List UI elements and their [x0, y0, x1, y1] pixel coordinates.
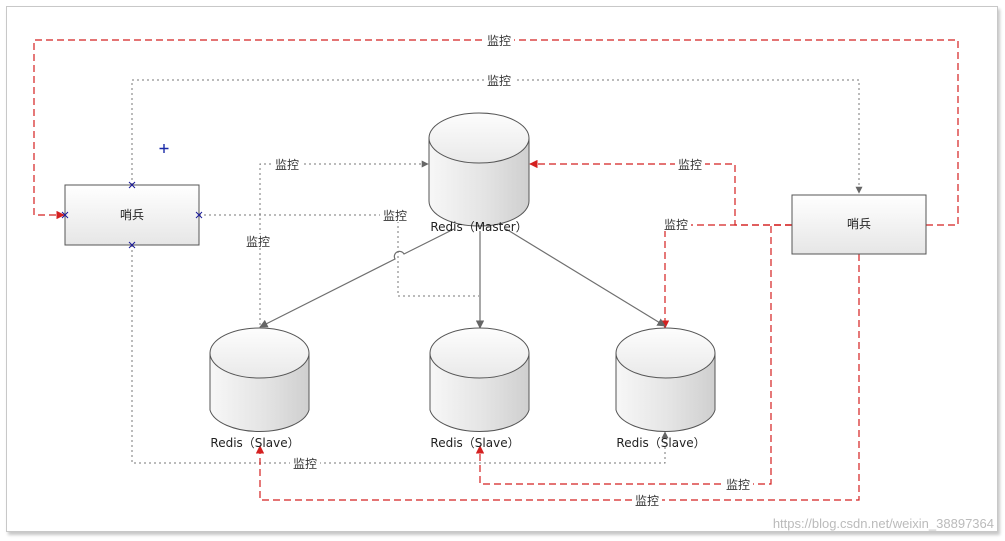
redis-slave-left-label: Redis（Slave）: [210, 436, 299, 450]
edge-label-top-red-text: 监控: [487, 34, 511, 48]
redis-master-node[interactable]: Redis（Master）: [428, 112, 530, 234]
edge-master-to-slave-left: [259, 228, 455, 328]
edge-bottom-red-outer: [255, 254, 860, 501]
connection-point-markers: [61, 181, 203, 249]
sentinel-right-label: 哨兵: [847, 216, 871, 231]
redis-slave-right-label: Redis（Slave）: [616, 436, 705, 450]
edge-label-right-to-slave-right: 监控: [661, 217, 691, 232]
sentinel-right-node[interactable]: 哨兵: [791, 194, 927, 255]
edge-label-bottom-gray-text: 监控: [293, 457, 317, 471]
redis-slave-middle-node[interactable]: Redis（Slave）: [429, 327, 530, 450]
edge-label-left-to-master: 监控: [272, 157, 302, 172]
redis-slave-right-node[interactable]: Redis（Slave）: [615, 327, 716, 450]
edge-label-left-vertical-text: 监控: [246, 235, 270, 249]
edge-label-left-to-master-text: 监控: [275, 158, 299, 172]
diagram-frame: [6, 6, 998, 532]
redis-master-label: Redis（Master）: [430, 220, 527, 234]
edge-master-to-slave-right: [505, 228, 666, 327]
edge-label-top-red: 监控: [484, 33, 514, 48]
edge-label-bottom-red-inner: 监控: [723, 477, 753, 492]
edge-label-bottom-red-outer-text: 监控: [635, 494, 659, 508]
watermark-text: https://blog.csdn.net/weixin_38897364: [773, 516, 994, 531]
sentinel-left-label: 哨兵: [120, 207, 144, 222]
edge-label-bottom-red-outer: 监控: [632, 493, 662, 508]
edge-label-right-to-master-text: 监控: [678, 158, 702, 172]
edge-bottom-gray: [131, 245, 669, 464]
sentinel-left-node[interactable]: 哨兵: [61, 181, 203, 249]
crosshair-icon: [159, 144, 169, 153]
edge-top-red: [33, 39, 959, 226]
redis-slave-left-node[interactable]: Redis（Slave）: [209, 327, 310, 450]
edge-label-right-to-slave-right-text: 监控: [664, 218, 688, 232]
edge-label-left-vertical: 监控: [243, 234, 273, 249]
edge-left-to-master: [259, 160, 429, 325]
edge-right-to-master: [529, 159, 792, 226]
edge-label-top-gray: 监控: [484, 73, 514, 88]
edge-label-bottom-gray: 监控: [290, 456, 320, 471]
edge-label-top-gray-text: 监控: [487, 74, 511, 88]
edge-left-horizontal: [199, 214, 479, 297]
edge-label-left-horizontal: 监控: [380, 208, 410, 223]
redis-slave-middle-label: Redis（Slave）: [430, 436, 519, 450]
edge-label-left-horizontal-text: 监控: [383, 209, 407, 223]
edge-label-right-to-master: 监控: [675, 157, 705, 172]
edge-label-bottom-red-inner-text: 监控: [726, 478, 750, 492]
edge-right-to-slave-right: [660, 224, 792, 329]
edge-bottom-red-inner: [475, 224, 792, 485]
